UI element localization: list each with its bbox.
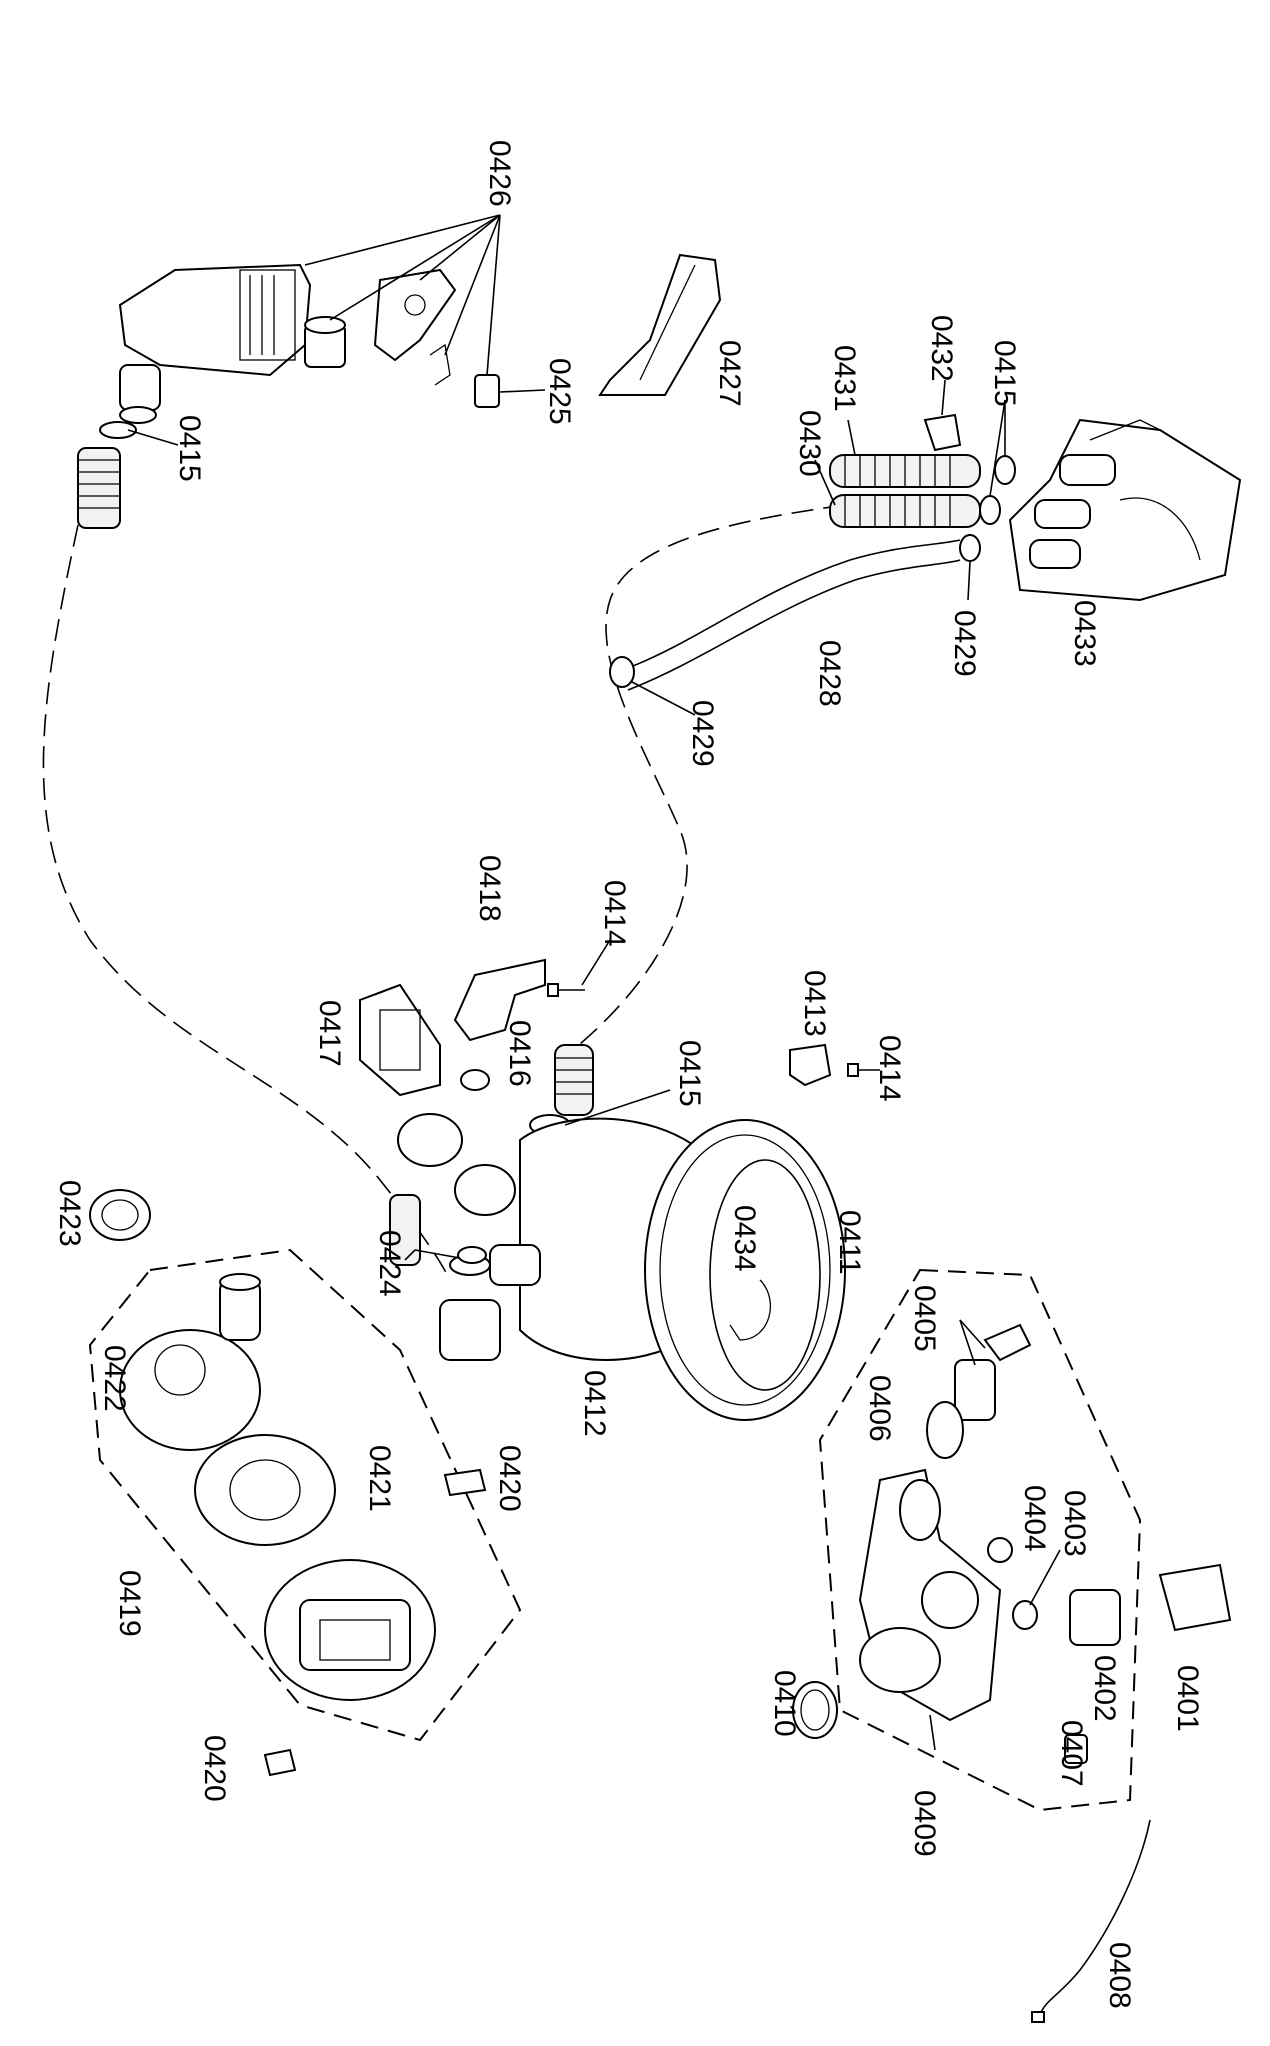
part-0416 [460,1069,490,1091]
screw-0414a [547,983,585,997]
corrugated-hose-0415c [554,1044,594,1116]
label-0430: 0430 [793,410,826,477]
pump-motor-0419 [264,1559,436,1701]
label-0429-b: 0429 [686,700,719,767]
label-0411: 0411 [833,1210,866,1275]
sensor-0405 [954,1323,1032,1421]
label-0415-b: 0415 [988,340,1021,407]
label-0428: 0428 [813,640,846,707]
label-0418: 0418 [473,855,506,922]
label-0420-b: 0420 [198,1735,231,1802]
label-0415-c: 0415 [673,1040,706,1107]
drain-hose-path [42,524,451,1281]
label-0433: 0433 [1068,600,1101,667]
label-0409: 0409 [908,1790,941,1857]
clip-0432 [923,413,962,452]
label-0417: 0417 [313,1000,346,1067]
drain-valve-assembly [118,263,500,424]
label-0420-a: 0420 [493,1445,526,1512]
ring-seal-0415a [99,421,137,439]
label-0408: 0408 [1103,1942,1136,2009]
label-0413: 0413 [798,970,831,1037]
label-0421: 0421 [363,1445,396,1512]
label-0425: 0425 [543,358,576,425]
ring-0404 [987,1537,1013,1563]
ring-seal-0415b-2 [979,495,1001,525]
ring-seal-0424 [457,1246,487,1264]
label-0404: 0404 [1018,1485,1051,1552]
sump-valve-group-outline [818,1268,1142,1812]
clamp-0410 [792,1681,838,1739]
label-0429-a: 0429 [948,610,981,677]
clip-0420b [263,1748,297,1777]
pump-housing-0422 [119,1273,261,1451]
label-0415-a: 0415 [173,415,206,482]
label-0431: 0431 [828,345,861,412]
inlet-hose-path [559,504,846,1061]
label-0416: 0416 [503,1020,536,1087]
label-0401: 0401 [1171,1665,1204,1732]
label-0414-a: 0414 [598,880,631,947]
valve-body-0409 [858,1468,1002,1722]
label-0414-b: 0414 [873,1035,906,1102]
part-0401 [1158,1563,1232,1632]
label-0406: 0406 [863,1375,896,1442]
label-0422: 0422 [98,1345,131,1412]
ring-0406 [926,1401,964,1459]
pump-group-outline [88,1248,522,1742]
inlet-hose-0428 [627,539,961,691]
filter-inner [659,1134,831,1406]
label-0423: 0423 [53,1180,86,1247]
ring-seal-0415b-1 [994,455,1016,485]
filter-ring-0434 [644,1119,846,1421]
part-labels: 0426 0415 0425 0427 0431 0432 0415 0430 … [53,140,1204,2009]
label-0432: 0432 [925,315,958,382]
label-0424: 0424 [373,1230,406,1297]
label-0427: 0427 [713,340,746,407]
label-0407: 0407 [1055,1720,1088,1787]
part-0402 [1069,1589,1121,1646]
clip-0420a [443,1468,487,1497]
part-0423 [89,1189,151,1241]
label-0403: 0403 [1058,1490,1091,1557]
label-0426: 0426 [483,140,516,207]
bracket-0418 [453,958,546,1042]
label-0412: 0412 [578,1370,611,1437]
label-0410: 0410 [768,1670,801,1737]
cover-0427 [598,253,722,396]
part-0407 [1064,1734,1088,1764]
leader-lines [127,214,1061,1751]
wire-0408-end [1031,2011,1045,2023]
heater-relay-0417 [359,983,441,1097]
ring-0411 [709,1159,821,1391]
tube-0424 [389,1194,421,1266]
ring-0403 [1012,1600,1038,1630]
water-tank-0433 [1008,418,1242,602]
impeller-0421 [194,1434,336,1546]
clamp-0429b [609,656,635,688]
corrugated-hoses-0430-0431 [829,454,981,528]
label-0402: 0402 [1088,1655,1121,1722]
arrow-0434 [729,1279,771,1341]
drain-hose-corrugated [77,447,121,529]
label-0434: 0434 [728,1205,761,1272]
part-0413 [789,1043,880,1087]
label-0405: 0405 [908,1285,941,1352]
clamp-0429a [959,534,981,562]
label-0419: 0419 [113,1570,146,1637]
wire-0408 [1039,1819,1151,2016]
